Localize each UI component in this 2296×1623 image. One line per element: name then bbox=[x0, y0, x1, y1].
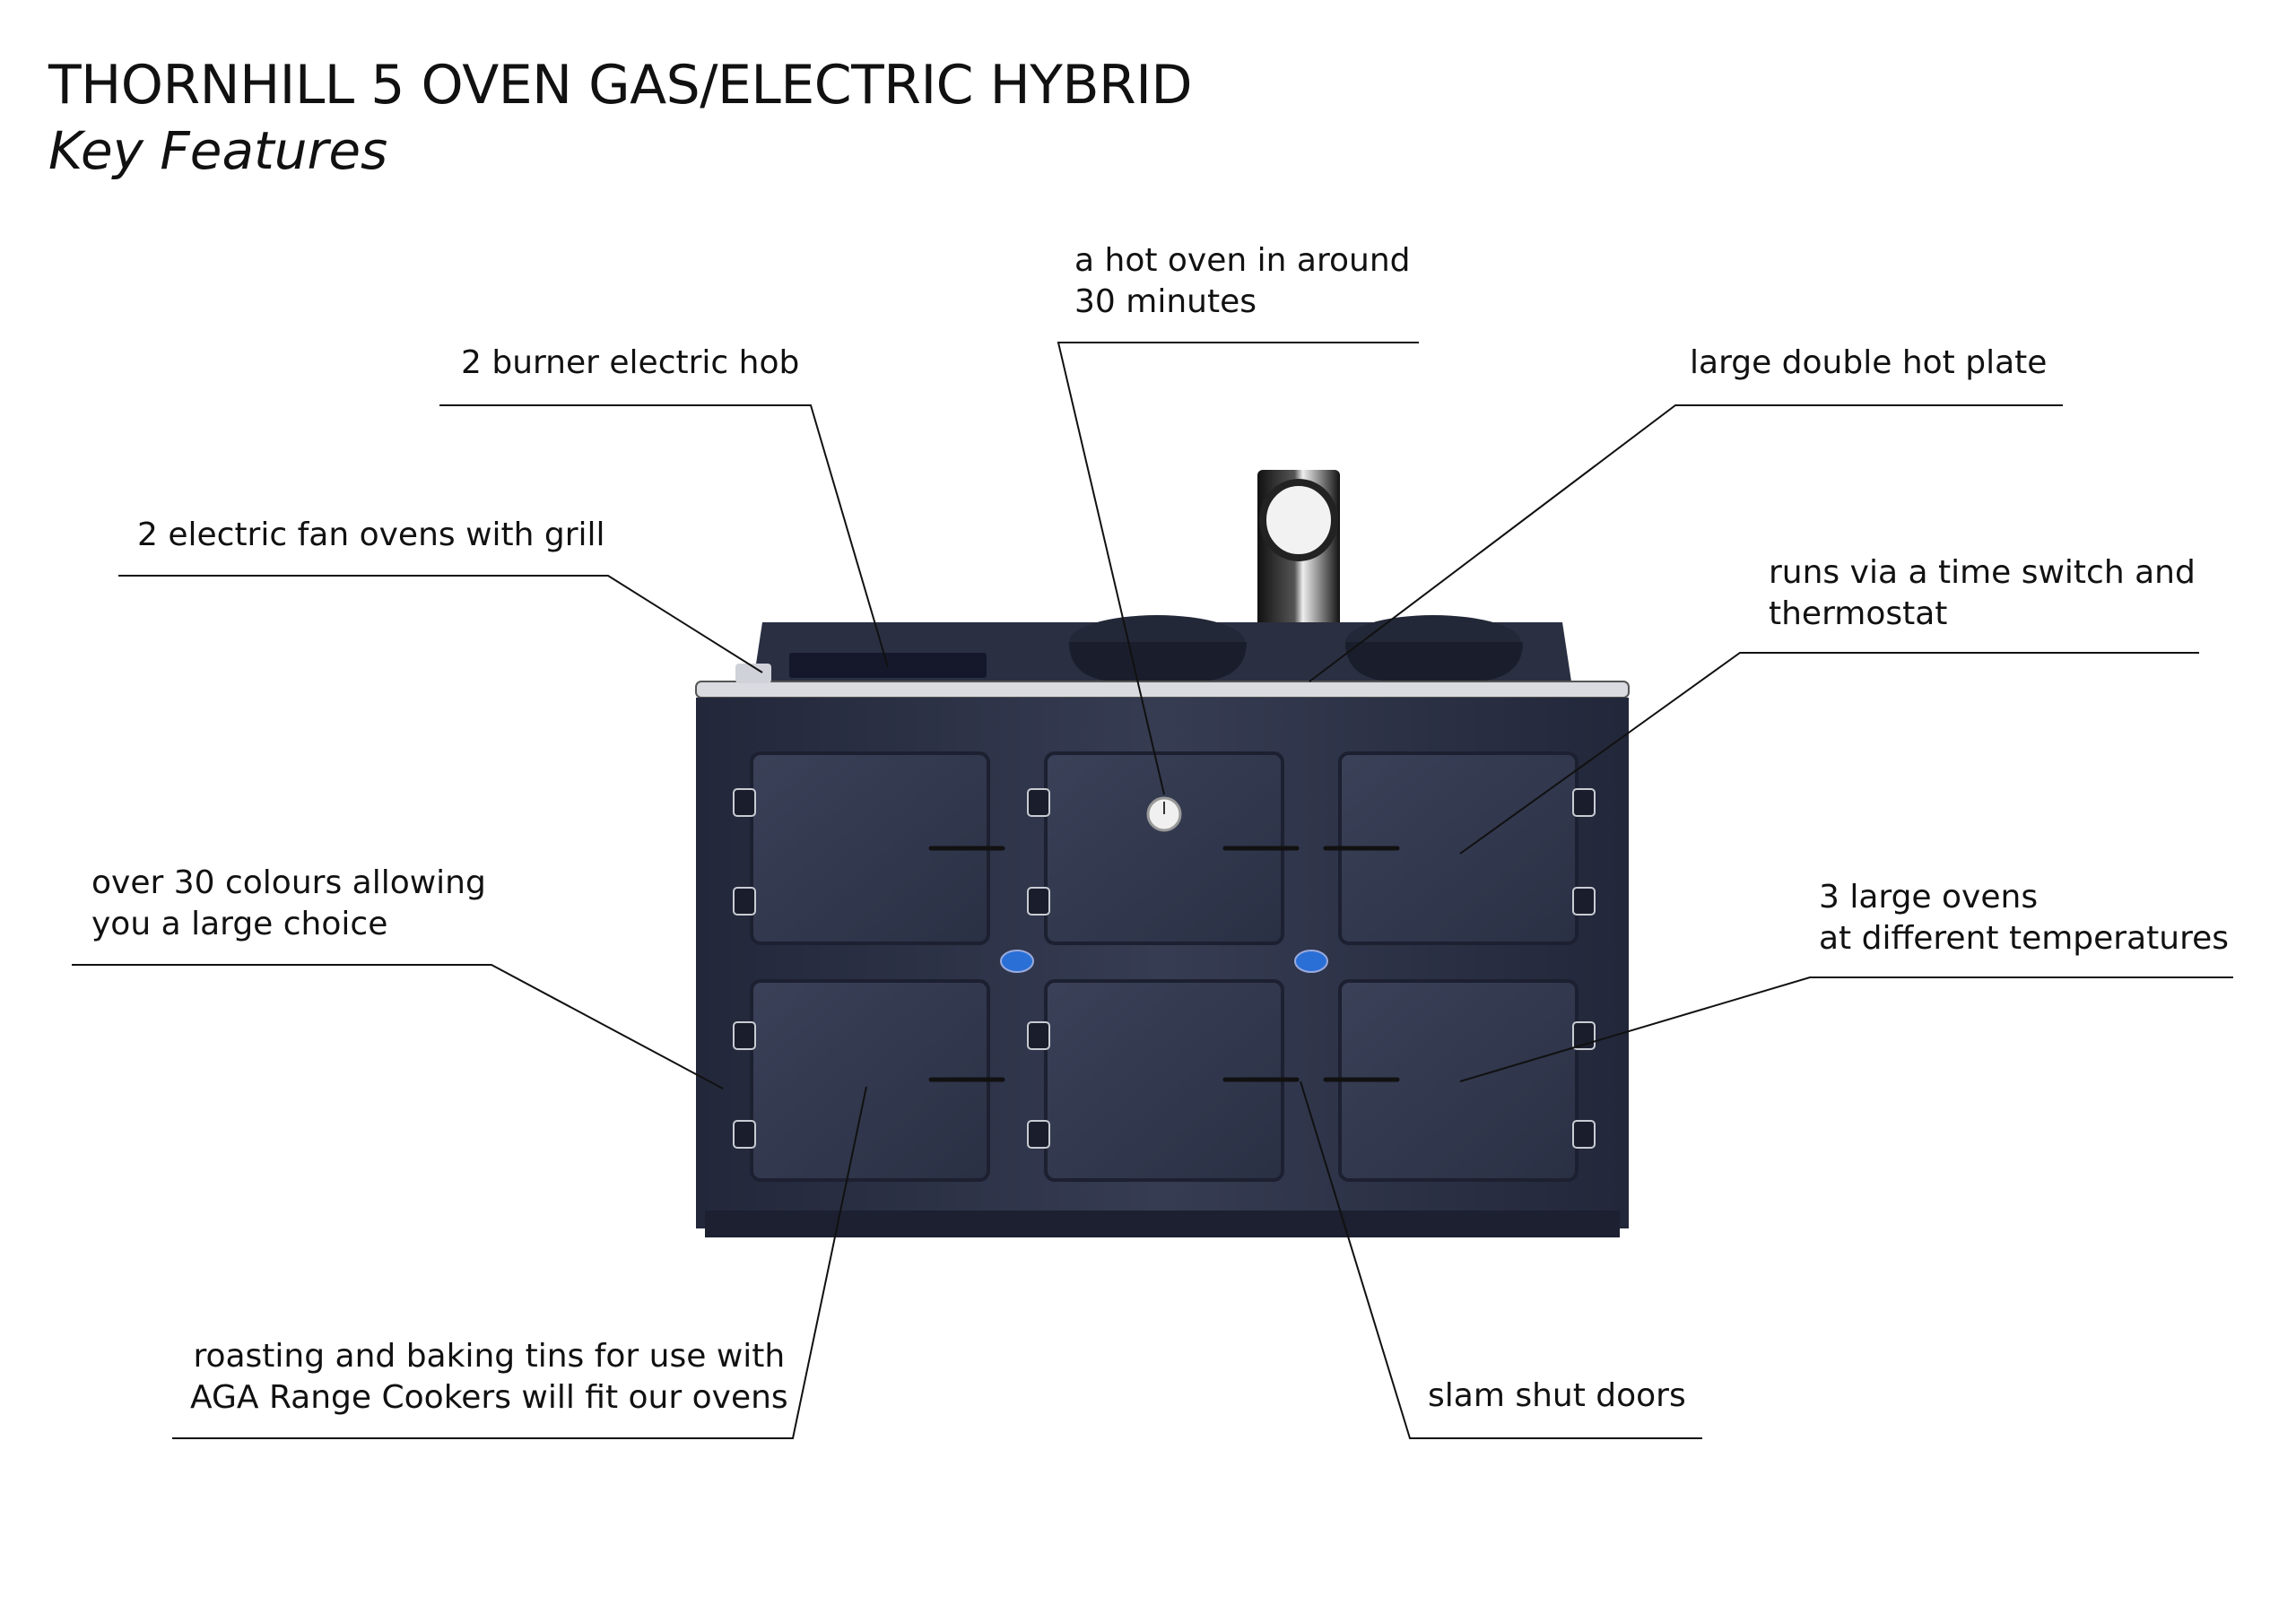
callout-tins-line-2: AGA Range Cookers will fit our ovens bbox=[190, 1379, 788, 1416]
control-knob bbox=[735, 664, 771, 683]
page-title: THORNHILL 5 OVEN GAS/ELECTRIC HYBRID bbox=[48, 54, 1193, 117]
callout-hob-line-1: 2 burner electric hob bbox=[461, 344, 800, 381]
page-subtitle: Key Features bbox=[48, 120, 388, 181]
leader-line-hot-plate bbox=[1309, 404, 2063, 682]
callout-hob: 2 burner electric hob bbox=[461, 343, 799, 384]
callout-hot-oven: a hot oven in around 30 minutes bbox=[1074, 240, 1410, 323]
leader-line-slam-doors bbox=[1300, 1081, 1702, 1439]
chrome-rail bbox=[695, 681, 1630, 699]
callout-hot-oven-line-1: a hot oven in around bbox=[1074, 242, 1411, 279]
leader-line-tins bbox=[172, 1086, 867, 1439]
callout-large-ovens-line-2: at different temperatures bbox=[1819, 920, 2229, 957]
callout-fan-ovens: 2 electric fan ovens with grill bbox=[137, 515, 605, 556]
leader-line-time-switch bbox=[1459, 652, 2199, 855]
indicator-light-right bbox=[1294, 950, 1328, 973]
callout-time-switch-line-1: runs via a time switch and bbox=[1769, 554, 2196, 591]
door-handles bbox=[928, 846, 1400, 1082]
callout-time-switch-line-2: thermostat bbox=[1769, 595, 1948, 632]
indicator-light-left bbox=[1000, 950, 1034, 973]
leader-line-hob bbox=[439, 404, 889, 668]
leader-line-colours bbox=[72, 964, 724, 1089]
callout-hot-plate-line-1: large double hot plate bbox=[1690, 344, 2048, 381]
callout-tins: roasting and baking tins for use with AG… bbox=[190, 1336, 788, 1419]
callout-large-ovens-line-1: 3 large ovens bbox=[1819, 879, 2039, 916]
callout-colours-line-2: you a large choice bbox=[91, 906, 388, 942]
callout-slam-doors-line-1: slam shut doors bbox=[1428, 1377, 1686, 1414]
callout-colours: over 30 colours allowing you a large cho… bbox=[91, 863, 486, 945]
flue-reflection bbox=[1259, 479, 1338, 561]
callout-hot-plate: large double hot plate bbox=[1690, 343, 2047, 384]
callout-large-ovens: 3 large ovens at different temperatures bbox=[1819, 877, 2229, 959]
callout-tins-line-1: roasting and baking tins for use with bbox=[193, 1338, 786, 1375]
cooker-plinth bbox=[705, 1211, 1620, 1237]
callout-hot-oven-line-2: 30 minutes bbox=[1074, 283, 1257, 320]
leader-line-large-ovens bbox=[1459, 976, 2233, 1082]
callout-colours-line-1: over 30 colours allowing bbox=[91, 864, 486, 901]
leader-line-hot-oven bbox=[1057, 342, 1419, 795]
callout-time-switch: runs via a time switch and thermostat bbox=[1769, 552, 2196, 635]
callout-slam-doors: slam shut doors bbox=[1428, 1376, 1686, 1417]
hot-plate-lid-left-body bbox=[1069, 642, 1247, 681]
door-hinges bbox=[733, 788, 1596, 1149]
hot-plate-lid-right-body bbox=[1345, 642, 1523, 681]
callout-fan-ovens-line-1: 2 electric fan ovens with grill bbox=[137, 516, 605, 553]
leader-line-fan-ovens bbox=[118, 575, 763, 673]
